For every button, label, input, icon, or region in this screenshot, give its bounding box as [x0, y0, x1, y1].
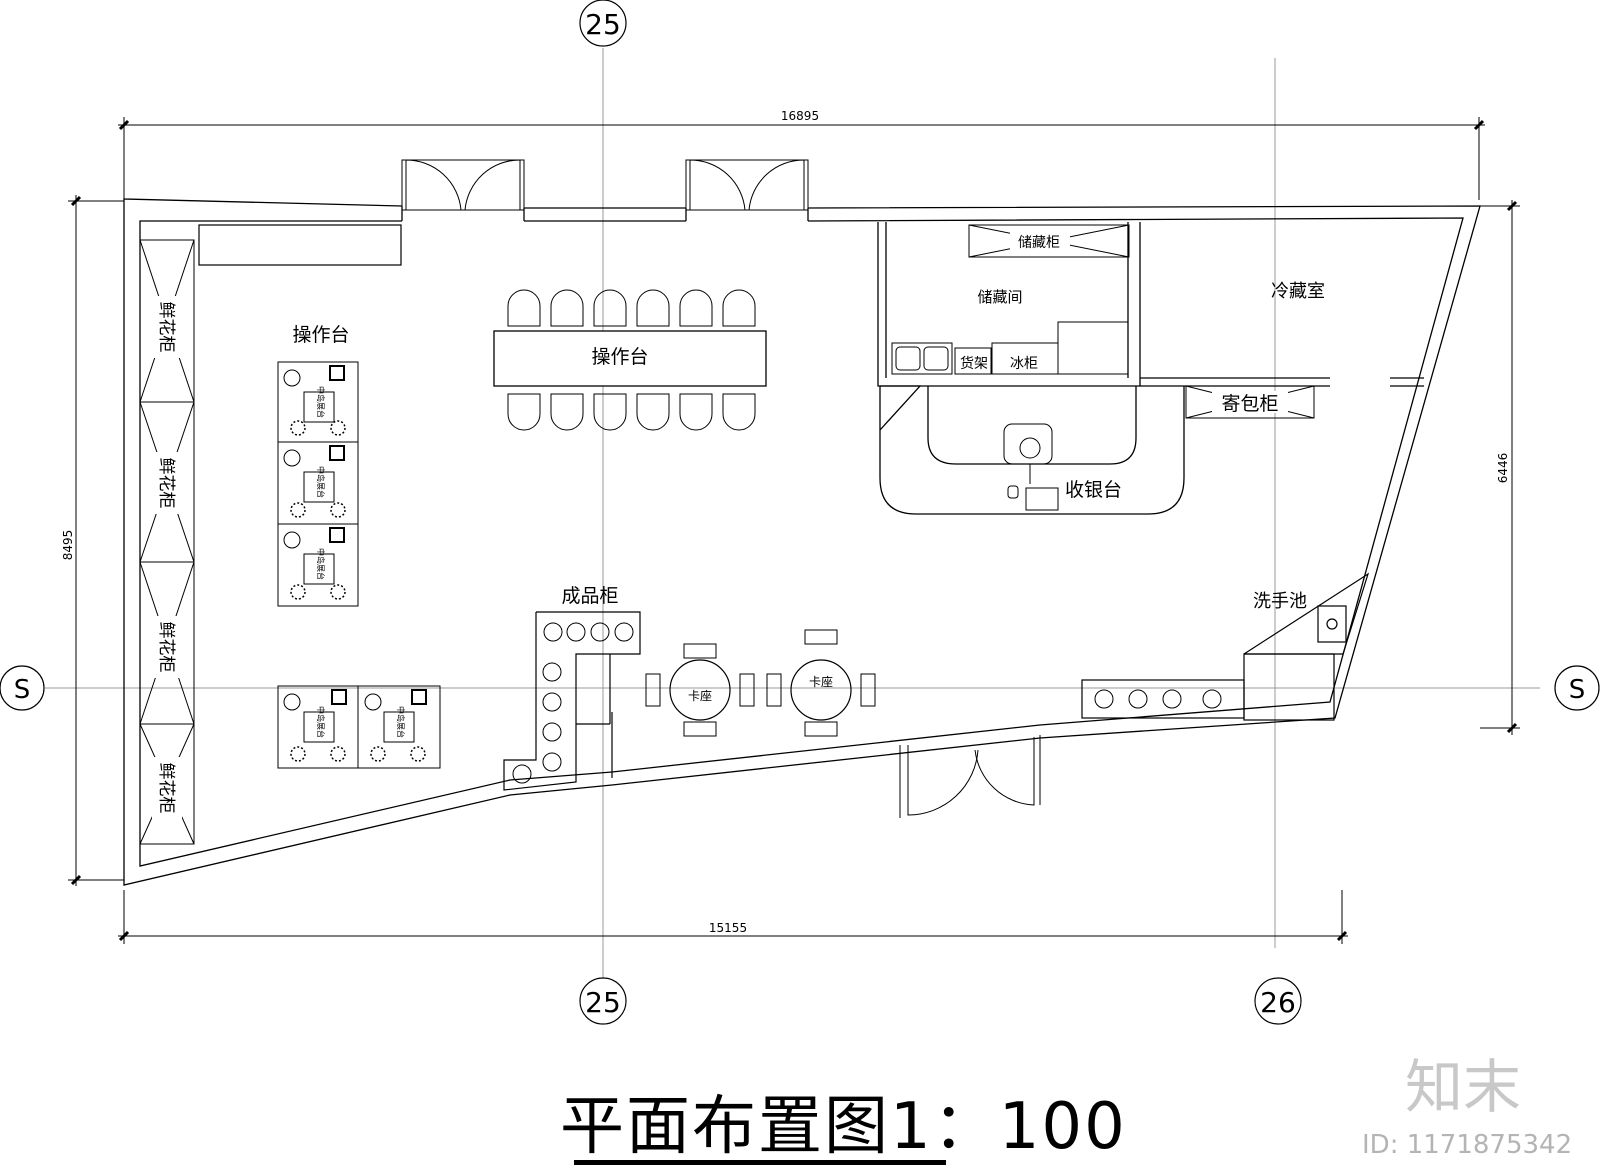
island-display-details — [283, 365, 427, 743]
island-display-label: 中岛展台 — [316, 386, 326, 418]
dimension-bottom: 15155 — [709, 921, 747, 935]
island-display-labels: 中岛展台 中岛展台 中岛展台 中岛展台 中岛展台 — [316, 386, 406, 738]
storage-cabinet-label: 储藏柜 — [1018, 235, 1060, 251]
booth-chairs — [645, 629, 876, 737]
grid-label-bottom-right: 26 — [1260, 986, 1296, 1019]
island-display-label: 中岛展台 — [316, 548, 326, 580]
booth-tables — [669, 659, 852, 721]
work-table-center — [493, 330, 767, 387]
work-table-label-left: 操作台 — [292, 324, 349, 346]
storage-room-label: 储藏间 — [977, 288, 1022, 306]
cashier-label: 收银台 — [1065, 479, 1122, 501]
island-display-label: 中岛展台 — [316, 466, 326, 498]
flower-cabinet-label: 鲜花柜 — [156, 763, 176, 814]
island-display-label: 中岛展台 — [316, 706, 326, 738]
watermark-id: ID: 1171875342 — [1362, 1130, 1573, 1160]
hand-sink-label: 洗手池 — [1253, 591, 1307, 612]
work-table-chairs — [507, 289, 756, 431]
cashier-chair — [1003, 423, 1053, 499]
wall-counter-top — [198, 224, 402, 266]
dimension-left: 8495 — [61, 530, 75, 561]
flower-cabinet-label: 鲜花柜 — [156, 622, 176, 673]
watermark-brand: 知末 — [1405, 1053, 1522, 1121]
flower-cabinet-label: 鲜花柜 — [156, 302, 176, 353]
fridge-label: 冰柜 — [1010, 356, 1038, 372]
grid-label-bottom-left: 25 — [585, 986, 621, 1019]
entry-doors-top — [401, 159, 809, 211]
dimension-top: 16895 — [781, 109, 819, 123]
shelf-label: 货架 — [960, 355, 988, 372]
finished-cabinet-flowers — [512, 622, 634, 784]
finished-cabinet-label: 成品柜 — [561, 585, 618, 607]
grid-label-left: S — [14, 675, 31, 705]
locker-label: 寄包柜 — [1221, 393, 1278, 415]
cashier-register — [1025, 487, 1059, 511]
cold-room-label: 冷藏室 — [1271, 281, 1325, 302]
island-display-stack — [277, 361, 441, 769]
flower-cabinet-label: 鲜花柜 — [156, 458, 176, 509]
drawing-title: 平面布置图1：100 — [560, 1090, 1127, 1164]
work-table-center-label: 操作台 — [591, 346, 648, 368]
cashier-counter — [879, 385, 1185, 515]
grid-label-right: S — [1569, 675, 1586, 705]
grid-axes — [45, 48, 1540, 978]
dimension-right: 6446 — [1496, 453, 1510, 484]
flower-cabinet-labels: 鲜花柜 鲜花柜 鲜花柜 鲜花柜 — [152, 296, 182, 819]
locker — [1185, 385, 1315, 419]
island-display-label: 中岛展台 — [396, 706, 406, 738]
storage-room-fixtures — [891, 321, 1129, 375]
island-display-plants — [290, 420, 426, 762]
entry-door-bottom — [899, 735, 1041, 818]
booth-label: 卡座 — [809, 674, 833, 689]
dimension-ticks — [70, 119, 1518, 942]
finished-cabinet — [503, 611, 641, 791]
storage-cabinet — [968, 224, 1130, 258]
title-underline — [574, 1160, 946, 1165]
grid-label-top: 25 — [585, 8, 621, 41]
grid-bubbles — [0, 0, 1600, 1025]
booth-label: 卡座 — [688, 688, 712, 703]
hand-sink-counter — [1081, 572, 1370, 721]
counter-flowers — [1094, 689, 1222, 709]
dimension-lines — [68, 117, 1520, 944]
